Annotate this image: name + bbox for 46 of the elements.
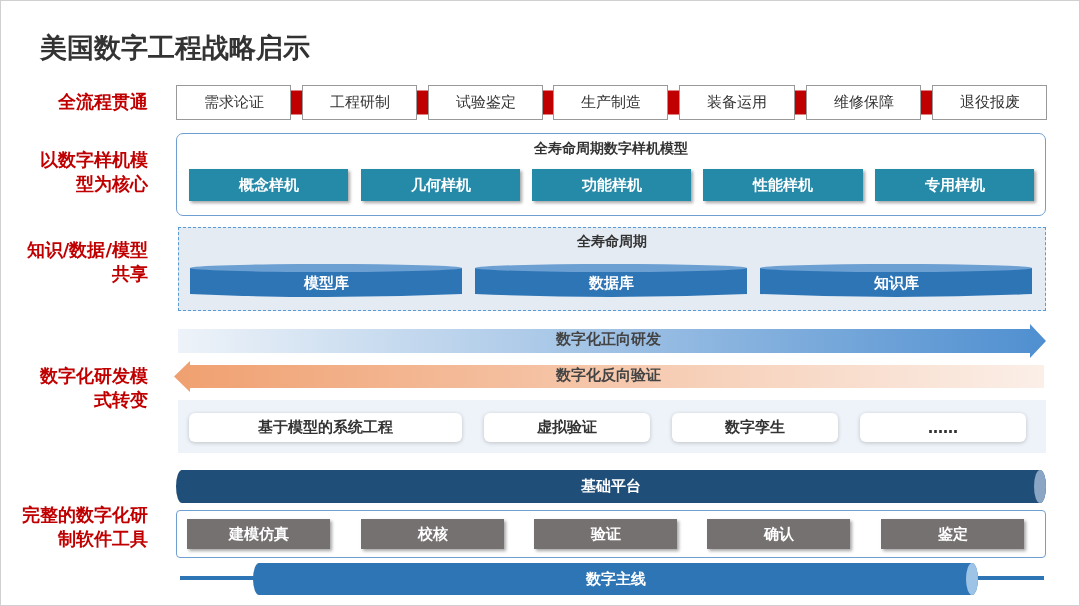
panel-title: 全寿命周期数字样机模型: [534, 140, 688, 158]
method-card: 基于模型的系统工程: [189, 413, 462, 442]
box-label: 知识库: [873, 273, 919, 293]
phase-box: 需求论证: [176, 85, 291, 120]
joint-connector: [921, 90, 932, 115]
prototype-box: 概念样机: [189, 169, 348, 201]
dashed-panel: [178, 227, 1046, 311]
box-label: 数据库: [588, 273, 634, 293]
tool-box: 确认: [707, 519, 850, 549]
phase-box: 工程研制: [302, 85, 417, 120]
prototype-box: 几何样机: [361, 169, 520, 201]
prototype-box: 功能样机: [532, 169, 691, 201]
joint-connector: [291, 90, 302, 115]
method-card: ……: [860, 413, 1026, 442]
arrow-label: 数字化正向研发: [556, 330, 661, 349]
phase-box: 装备运用: [679, 85, 795, 120]
panel-frame: [176, 133, 1046, 216]
joint-connector: [795, 90, 806, 115]
phase-box: 维修保障: [806, 85, 921, 120]
phase-box: 退役报废: [932, 85, 1047, 120]
tool-box: 鉴定: [881, 519, 1024, 549]
row-heading: 知识/数据/模型共享: [25, 238, 148, 286]
joint-connector: [417, 90, 428, 115]
row-heading: 完整的数字化研制软件工具: [21, 503, 148, 551]
phase-box: 试验鉴定: [428, 85, 543, 120]
method-card: 虚拟验证: [484, 413, 650, 442]
panel-frame: [176, 510, 1046, 558]
joint-connector: [543, 90, 553, 115]
tool-box: 建模仿真: [187, 519, 330, 549]
box-label: 基础平台: [581, 477, 641, 496]
box-label: 数字主线: [585, 569, 646, 589]
joint-connector: [668, 90, 679, 115]
prototype-box: 专用样机: [875, 169, 1034, 201]
tool-box: 验证: [534, 519, 677, 549]
arrow-label: 数字化反向验证: [556, 366, 661, 385]
card-background: [178, 400, 1046, 453]
prototype-box: 性能样机: [703, 169, 863, 201]
row-heading: 以数字样机模型为核心: [40, 148, 148, 196]
row-heading: 数字化研发模式转变: [40, 364, 148, 412]
phase-box: 生产制造: [553, 85, 668, 120]
panel-title: 全寿命周期: [577, 233, 647, 251]
box-label: 模型库: [303, 273, 349, 293]
slide-title: 美国数字工程战略启示: [40, 31, 310, 65]
tool-box: 校核: [361, 519, 504, 549]
row-heading: 全流程贯通: [57, 90, 148, 114]
method-card: 数字孪生: [672, 413, 838, 442]
